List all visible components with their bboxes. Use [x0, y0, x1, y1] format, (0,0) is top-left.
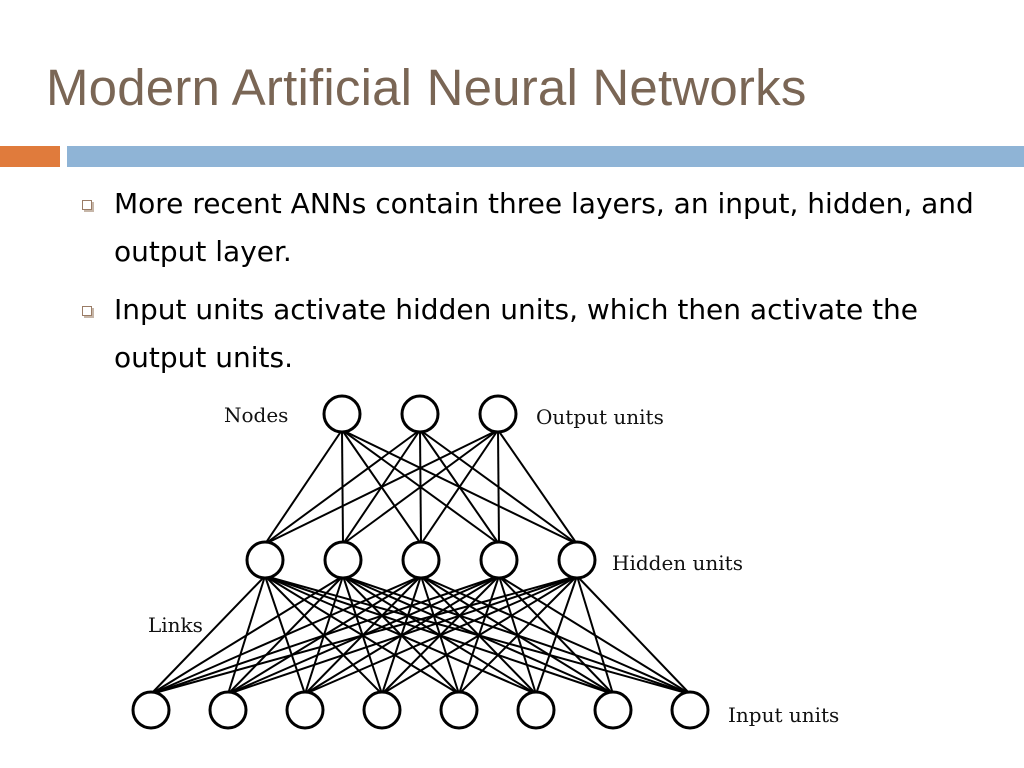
link-line: [576, 575, 614, 695]
input-node: [285, 690, 325, 730]
links-label: Links: [148, 613, 203, 637]
link-line: [420, 429, 499, 545]
link-line: [342, 429, 499, 545]
link-line: [150, 575, 578, 695]
bullet-list: More recent ANNs contain three layers, a…: [80, 180, 980, 392]
link-line: [381, 575, 578, 695]
input-node: [516, 690, 556, 730]
neural-network-svg: Nodes Output units Hidden units Links In…: [128, 392, 868, 738]
input-node: [208, 690, 248, 730]
hidden-node: [245, 540, 285, 580]
link-line: [497, 429, 500, 545]
link-line: [150, 575, 266, 695]
hidden-node: [323, 540, 363, 580]
input-node: [670, 690, 710, 730]
link-line: [535, 575, 578, 695]
link-line: [576, 575, 691, 695]
input-node: [362, 690, 402, 730]
neural-network-diagram: Nodes Output units Hidden units Links In…: [128, 392, 868, 738]
link-line: [264, 429, 499, 545]
hidden-node: [401, 540, 441, 580]
square-bullet-icon: [82, 200, 92, 210]
input-units-label: Input units: [728, 703, 839, 727]
output-node: [478, 394, 518, 434]
hidden-node: [479, 540, 519, 580]
bullet-text: Input units activate hidden units, which…: [114, 293, 919, 374]
link-line: [264, 429, 343, 545]
link-line: [150, 575, 422, 695]
link-line: [304, 575, 578, 695]
link-line: [458, 575, 578, 695]
hidden-node: [557, 540, 597, 580]
title-accent-bar: [0, 146, 60, 167]
link-line: [227, 575, 578, 695]
link-line: [150, 575, 500, 695]
slide-title: Modern Artificial Neural Networks: [46, 59, 807, 116]
square-bullet-icon: [82, 306, 92, 316]
bullet-item: Input units activate hidden units, which…: [80, 286, 980, 382]
output-units-label: Output units: [536, 405, 664, 429]
bullet-item: More recent ANNs contain three layers, a…: [80, 180, 980, 276]
link-line: [150, 575, 344, 695]
input-node: [439, 690, 479, 730]
output-node: [400, 394, 440, 434]
output-node: [322, 394, 362, 434]
bullet-text: More recent ANNs contain three layers, a…: [114, 187, 974, 268]
hidden-units-label: Hidden units: [612, 551, 743, 575]
link-line: [264, 429, 421, 545]
input-node: [131, 690, 171, 730]
title-divider-bar: [67, 146, 1024, 167]
nodes-label: Nodes: [224, 403, 288, 427]
link-line: [497, 429, 578, 545]
input-node: [593, 690, 633, 730]
